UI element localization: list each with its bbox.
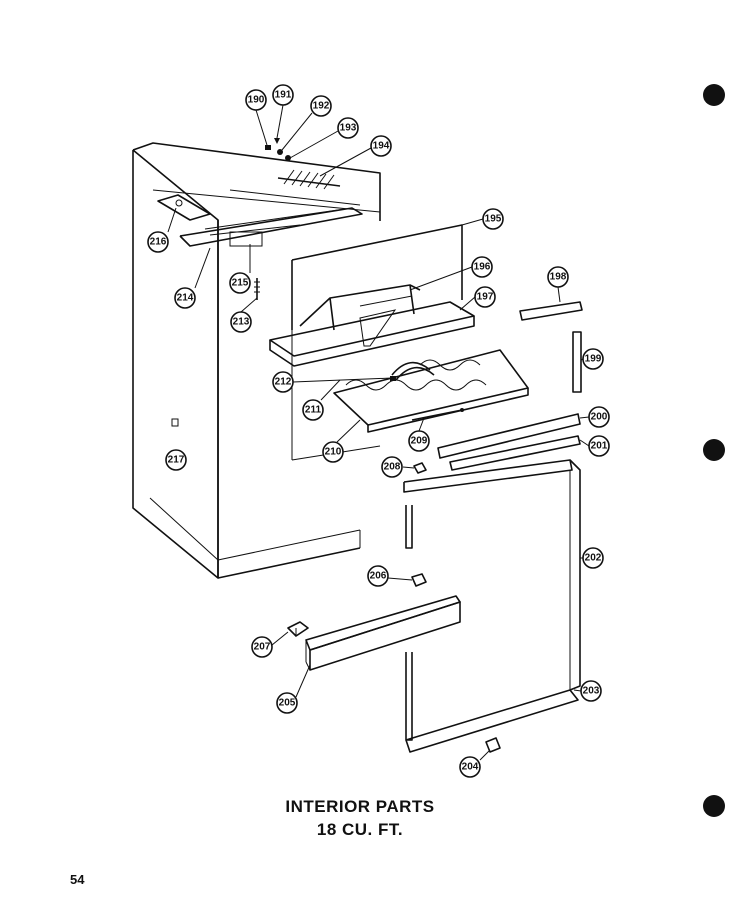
callout-200: 200 — [588, 406, 610, 428]
shelf-bracket — [287, 621, 309, 637]
callout-208-label: 208 — [384, 462, 401, 473]
callout-195: 195 — [482, 208, 504, 230]
callout-190-label: 190 — [248, 95, 265, 106]
callout-210-label: 210 — [325, 447, 342, 458]
ice-tray-frame — [269, 284, 475, 367]
side-plug — [171, 418, 179, 427]
callout-212: 212 — [272, 371, 294, 393]
callout-193-label: 193 — [340, 123, 357, 134]
freezer-ceiling-plate — [157, 189, 363, 247]
callout-206-label: 206 — [370, 571, 387, 582]
callout-203: 203 — [580, 680, 602, 702]
callout-192-label: 192 — [313, 101, 330, 112]
callout-217: 217 — [165, 449, 187, 471]
callout-211-label: 211 — [305, 405, 322, 416]
binder-hole-bottom — [703, 795, 725, 817]
callout-205: 205 — [276, 692, 298, 714]
callout-216: 216 — [147, 231, 169, 253]
callout-197: 197 — [474, 286, 496, 308]
door-stop — [485, 737, 501, 753]
callout-216-label: 216 — [150, 237, 167, 248]
callout-200-label: 200 — [591, 412, 608, 423]
callout-196: 196 — [471, 256, 493, 278]
callout-191: 191 — [272, 84, 294, 106]
shelf-clip — [411, 573, 427, 587]
callout-210: 210 — [322, 441, 344, 463]
temperature-sensor-clip — [254, 278, 260, 300]
callout-198: 198 — [547, 266, 569, 288]
callout-207: 207 — [251, 636, 273, 658]
callout-205-label: 205 — [279, 698, 296, 709]
shelf-rod — [411, 408, 464, 421]
callout-202: 202 — [582, 547, 604, 569]
callout-215: 215 — [229, 272, 251, 294]
breaker-strip-horizontal — [437, 413, 581, 471]
callout-206: 206 — [367, 565, 389, 587]
callout-198-label: 198 — [550, 272, 567, 283]
callout-213-label: 213 — [233, 317, 250, 328]
callout-197-label: 197 — [477, 292, 494, 303]
callout-217-label: 217 — [168, 455, 185, 466]
hinge-clip — [413, 462, 427, 474]
callout-194-label: 194 — [373, 141, 390, 152]
freezer-shelf — [333, 349, 529, 433]
callout-194: 194 — [370, 135, 392, 157]
callout-193: 193 — [337, 117, 359, 139]
callout-212-label: 212 — [275, 377, 292, 388]
control-knob-assembly — [265, 138, 291, 161]
leader-lines — [167, 104, 590, 761]
breaker-strip-side — [572, 331, 582, 393]
vent-grille — [277, 169, 341, 190]
callout-211: 211 — [302, 399, 324, 421]
callout-195-label: 195 — [485, 214, 502, 225]
callout-191-label: 191 — [275, 90, 292, 101]
door-gasket — [403, 459, 581, 753]
callout-207-label: 207 — [254, 642, 271, 653]
callout-214: 214 — [174, 287, 196, 309]
callout-204: 204 — [459, 756, 481, 778]
binder-hole-top — [703, 84, 725, 106]
callout-202-label: 202 — [585, 553, 602, 564]
callout-199: 199 — [582, 348, 604, 370]
callout-196-label: 196 — [474, 262, 491, 273]
page-number: 54 — [70, 872, 85, 887]
callout-213: 213 — [230, 311, 252, 333]
callout-204-label: 204 — [462, 762, 479, 773]
callout-208: 208 — [381, 456, 403, 478]
callout-192: 192 — [310, 95, 332, 117]
callout-201: 201 — [588, 435, 610, 457]
callout-203-label: 203 — [583, 686, 600, 697]
callout-209: 209 — [408, 430, 430, 452]
callout-190: 190 — [245, 89, 267, 111]
callout-209-label: 209 — [411, 436, 428, 447]
door-shelf-bar — [305, 595, 461, 671]
breaker-strip-top — [519, 301, 583, 321]
diagram-subtitle: 18 CU. FT. — [316, 820, 404, 839]
callout-199-label: 199 — [585, 354, 602, 365]
callout-215-label: 215 — [232, 278, 249, 289]
callout-201-label: 201 — [591, 441, 608, 452]
binder-hole-middle — [703, 439, 725, 461]
callout-214-label: 214 — [177, 293, 194, 304]
diagram-title: INTERIOR PARTS — [285, 797, 435, 816]
